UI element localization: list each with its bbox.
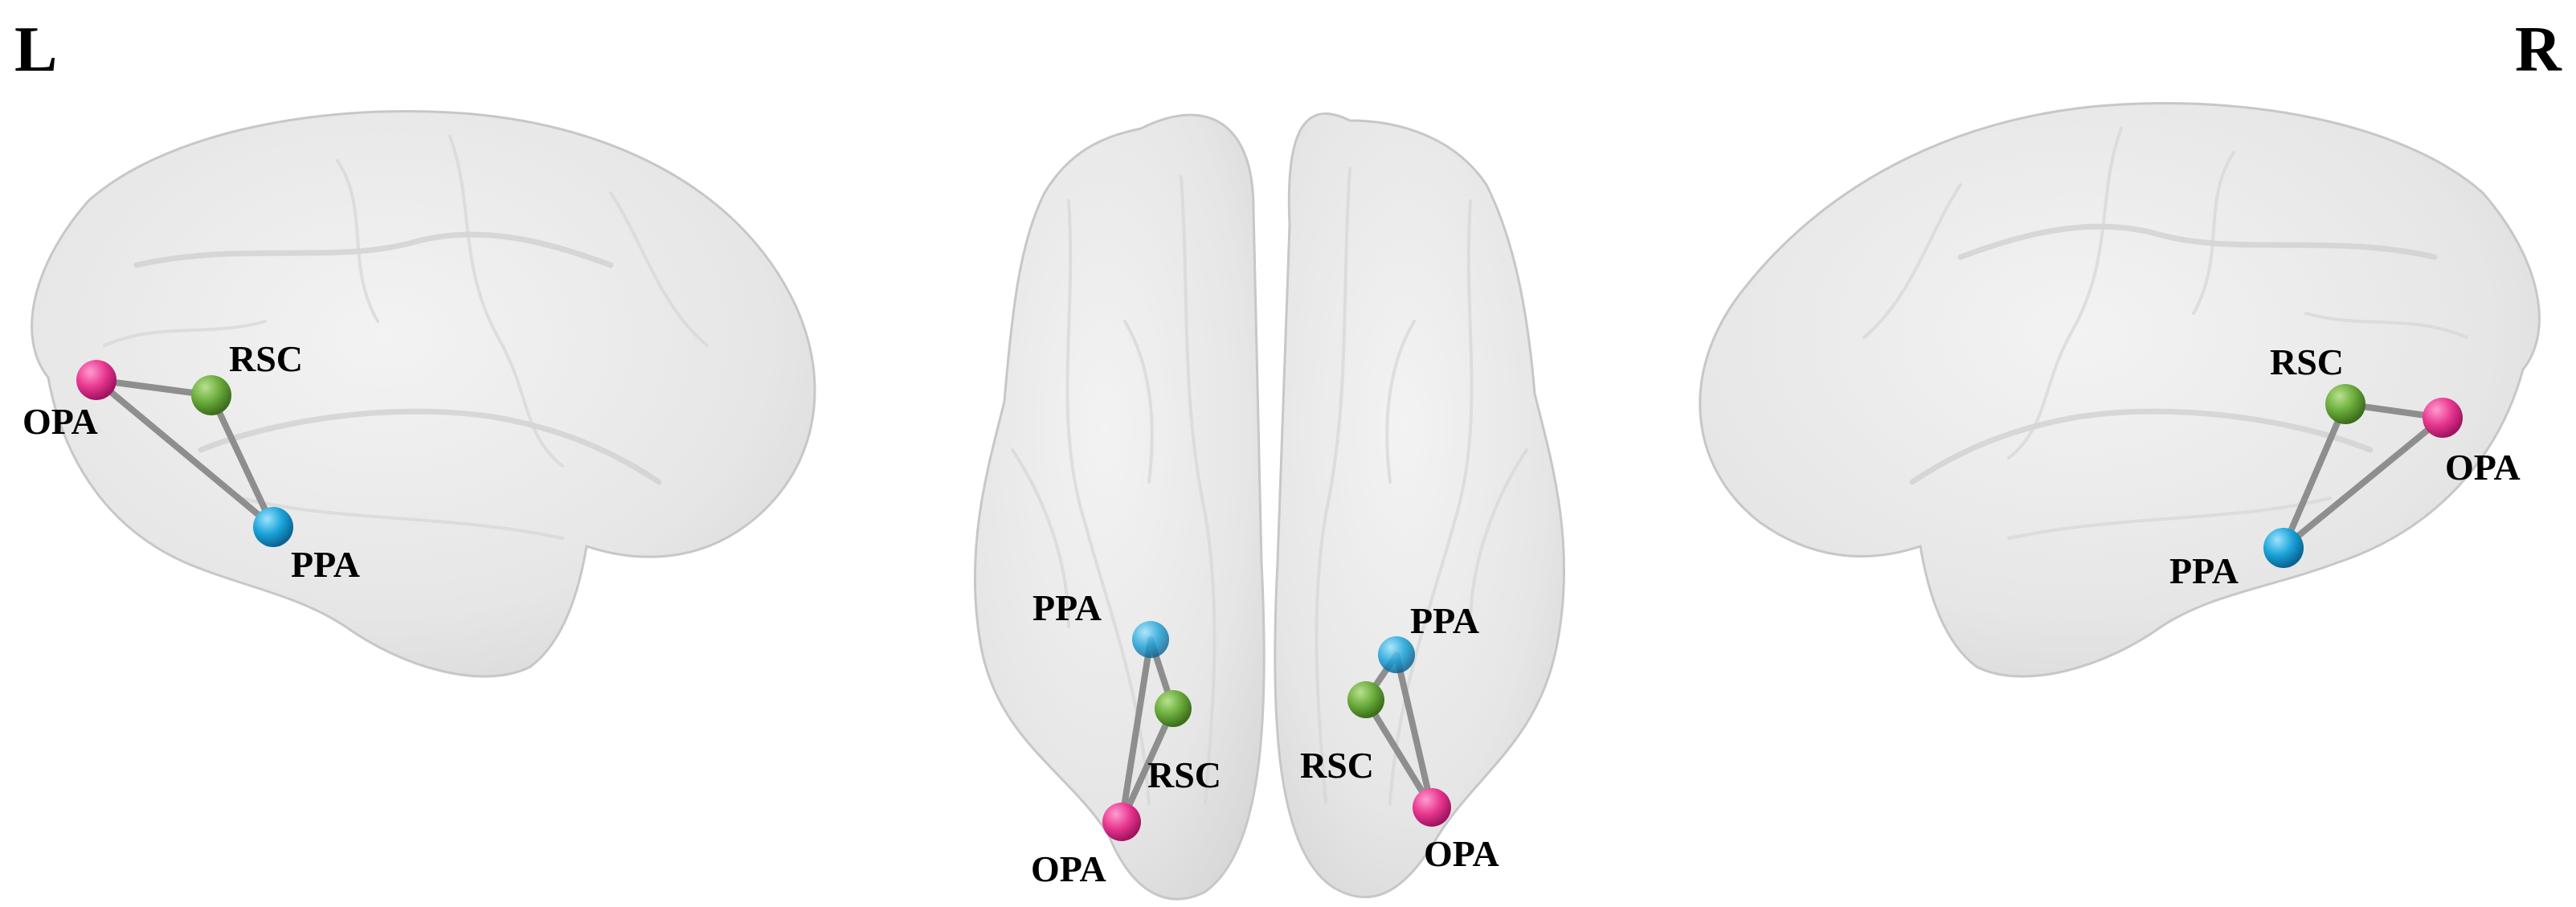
edge-ppa-opa xyxy=(2280,415,2446,551)
rsc-label: RSC xyxy=(1147,754,1221,795)
edge-ppa-opa xyxy=(1393,652,1435,811)
opa-label: OPA xyxy=(22,401,98,442)
network-ventral-left: PPA RSC OPA xyxy=(1031,587,1221,889)
rsc-node xyxy=(1347,681,1384,718)
opa-node xyxy=(1102,803,1141,841)
rsc-label: RSC xyxy=(2270,341,2344,382)
opa-node xyxy=(2423,398,2463,438)
right-hemisphere-label: R xyxy=(2515,14,2562,85)
rsc-label: RSC xyxy=(1300,745,1374,786)
network-right-lateral: RSC OPA PPA xyxy=(2169,341,2521,591)
ppa-node xyxy=(253,507,293,547)
ppa-label: PPA xyxy=(291,544,360,585)
network-ventral-right: PPA RSC OPA xyxy=(1300,600,1499,874)
edge-rsc-opa xyxy=(1363,697,1435,811)
left-hemisphere-label: L xyxy=(14,14,57,85)
opa-label: OPA xyxy=(1031,848,1106,889)
edge-ppa-opa xyxy=(1118,636,1154,825)
rsc-node xyxy=(2325,384,2365,424)
ppa-label: PPA xyxy=(2169,550,2239,591)
edge-rsc-ppa xyxy=(208,392,276,530)
ppa-label: PPA xyxy=(1410,600,1479,641)
right-lateral-brain xyxy=(1699,102,2541,678)
opa-label: OPA xyxy=(1424,833,1499,874)
opa-label: OPA xyxy=(2445,447,2521,488)
edge-opa-ppa xyxy=(93,377,276,530)
ppa-node xyxy=(2263,528,2304,568)
rsc-label: RSC xyxy=(229,338,303,379)
opa-node xyxy=(1413,788,1451,827)
opa-node xyxy=(76,360,117,400)
ppa-label: PPA xyxy=(1032,587,1102,628)
rsc-node xyxy=(191,375,231,415)
ventral-left-hemisphere xyxy=(973,113,1266,901)
edge-rsc-ppa xyxy=(2280,401,2349,551)
network-left-lateral: OPA RSC PPA xyxy=(22,338,360,585)
ppa-node xyxy=(1378,636,1415,673)
left-lateral-brain xyxy=(31,110,816,678)
ppa-node xyxy=(1132,621,1169,658)
rsc-node xyxy=(1155,690,1192,727)
edge-rsc-opa xyxy=(1118,705,1176,825)
